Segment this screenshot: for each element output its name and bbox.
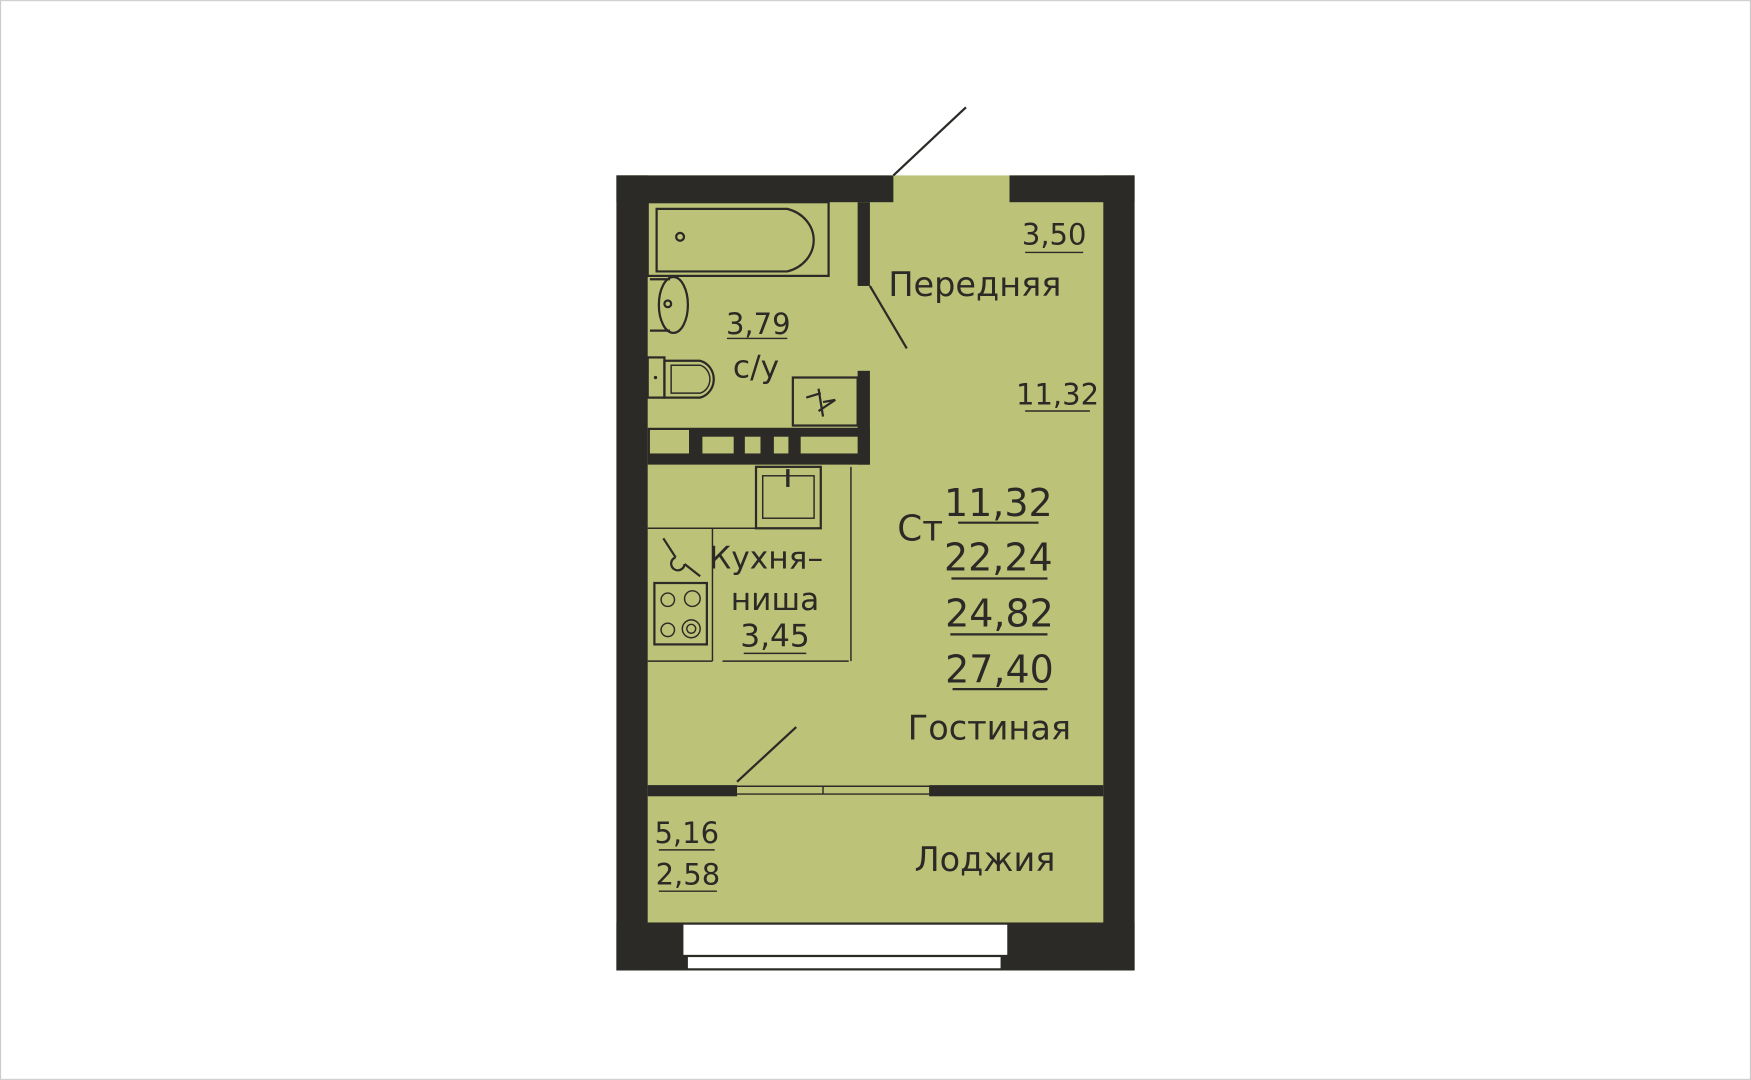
apartment-type: Ст <box>897 509 943 550</box>
utility-shaft-icon <box>791 376 859 427</box>
bathroom-walls <box>647 202 870 465</box>
bathroom-area: 3,79 <box>726 307 791 341</box>
hall-area: 3,50 <box>1022 218 1087 252</box>
hall-name: Передняя <box>888 265 1061 304</box>
kitchen-name-line1: Кухня– <box>709 540 823 576</box>
kitchen-counter <box>647 466 852 662</box>
hood-icon <box>662 537 701 578</box>
loggia-door <box>736 726 797 783</box>
loggia-area-reduced: 2,58 <box>656 858 721 892</box>
washbasin-icon <box>649 275 690 334</box>
kitchen-area: 3,45 <box>740 619 810 655</box>
bathroom-door <box>868 285 908 350</box>
kitchen-name-line2: ниша <box>731 582 820 618</box>
entry-door <box>892 106 967 177</box>
toilet-icon <box>646 356 715 399</box>
bathroom-name: с/у <box>733 350 779 386</box>
summary-living-area: 11,32 <box>944 481 1053 525</box>
summary-area-with-loggia: 24,82 <box>945 592 1054 636</box>
loggia-area-full: 5,16 <box>654 816 719 850</box>
summary-area-without-loggia: 22,24 <box>944 536 1053 580</box>
window <box>683 924 1008 969</box>
bathtub-icon <box>646 201 830 278</box>
floor-area <box>616 175 1135 971</box>
living-name: Гостиная <box>908 708 1071 747</box>
living-area: 11,32 <box>1016 377 1099 411</box>
stove-icon <box>653 581 708 646</box>
summary-total-area: 27,40 <box>945 647 1054 691</box>
loggia-wall <box>647 785 1104 797</box>
loggia-name: Лоджия <box>914 840 1055 879</box>
